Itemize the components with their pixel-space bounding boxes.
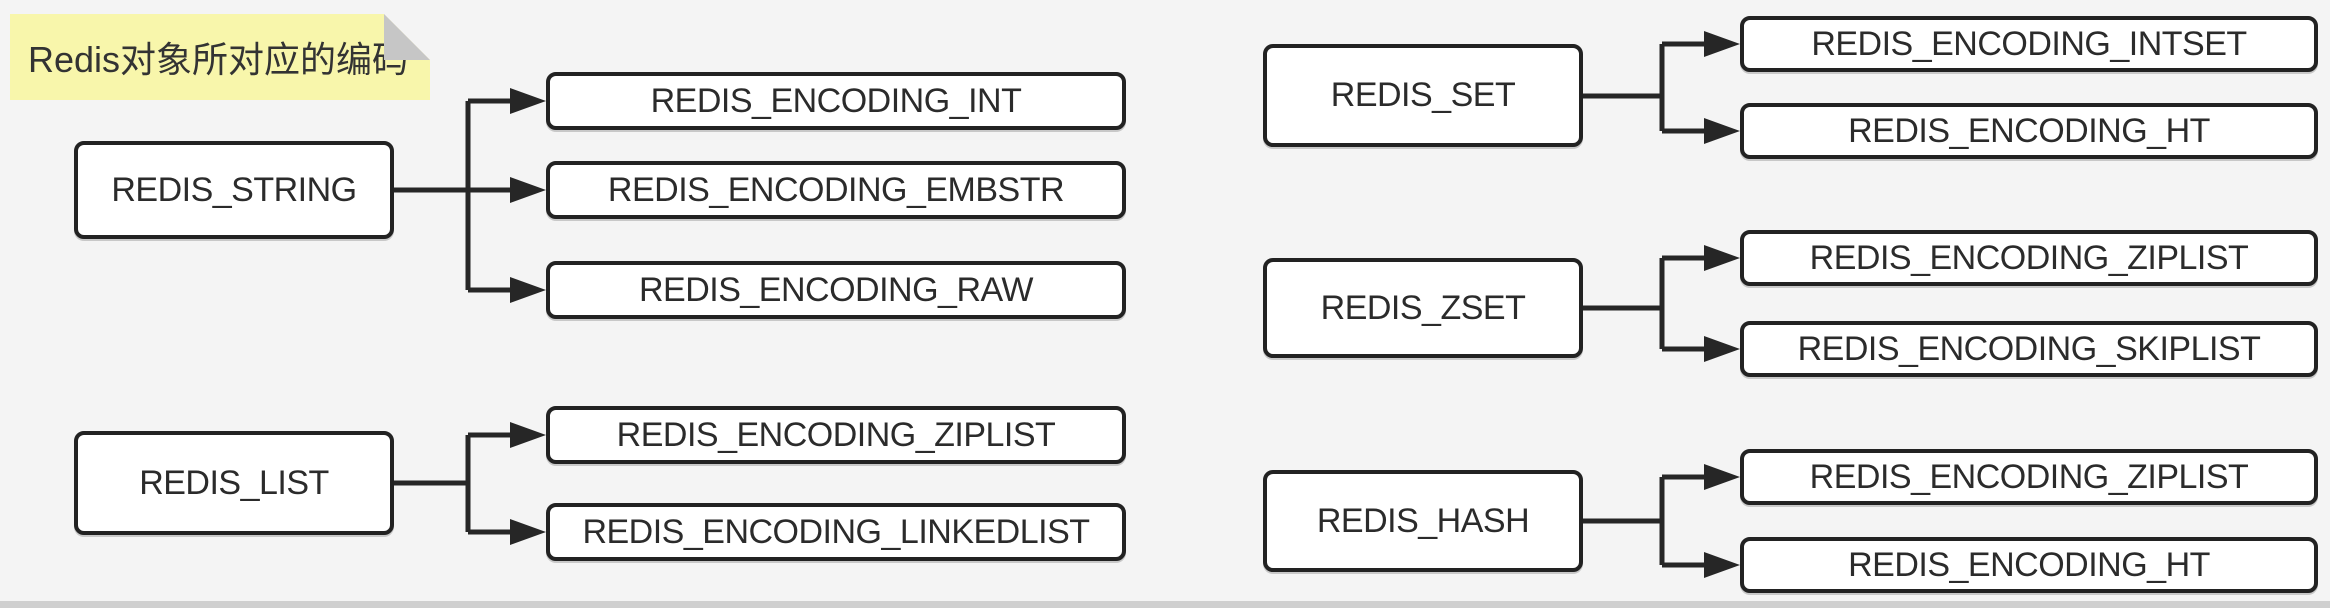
connector-string	[394, 88, 546, 303]
node-list-encoding-ziplist: REDIS_ENCODING_ZIPLIST	[546, 406, 1126, 464]
node-string-encoding-raw: REDIS_ENCODING_RAW	[546, 261, 1126, 319]
node-redis-zset: REDIS_ZSET	[1263, 258, 1583, 358]
node-string-encoding-embstr: REDIS_ENCODING_EMBSTR	[546, 161, 1126, 219]
connector-zset	[1583, 245, 1740, 362]
node-zset-encoding-skiplist: REDIS_ENCODING_SKIPLIST	[1740, 321, 2318, 377]
sticky-note-text: Redis对象所对应的编码	[28, 39, 409, 80]
node-redis-string: REDIS_STRING	[74, 141, 394, 239]
image-bottom-edge	[0, 601, 2330, 608]
node-redis-list: REDIS_LIST	[74, 431, 394, 535]
node-redis-set: REDIS_SET	[1263, 44, 1583, 147]
connector-hash	[1583, 464, 1740, 578]
sticky-note: Redis对象所对应的编码	[10, 14, 430, 100]
connector-set	[1583, 31, 1740, 144]
node-list-encoding-linkedlist: REDIS_ENCODING_LINKEDLIST	[546, 503, 1126, 561]
node-set-encoding-intset: REDIS_ENCODING_INTSET	[1740, 16, 2318, 72]
node-redis-hash: REDIS_HASH	[1263, 470, 1583, 572]
node-string-encoding-int: REDIS_ENCODING_INT	[546, 72, 1126, 130]
connector-list	[394, 422, 546, 545]
node-hash-encoding-ht: REDIS_ENCODING_HT	[1740, 537, 2318, 593]
node-set-encoding-ht: REDIS_ENCODING_HT	[1740, 103, 2318, 159]
node-hash-encoding-ziplist: REDIS_ENCODING_ZIPLIST	[1740, 449, 2318, 505]
node-zset-encoding-ziplist: REDIS_ENCODING_ZIPLIST	[1740, 230, 2318, 286]
